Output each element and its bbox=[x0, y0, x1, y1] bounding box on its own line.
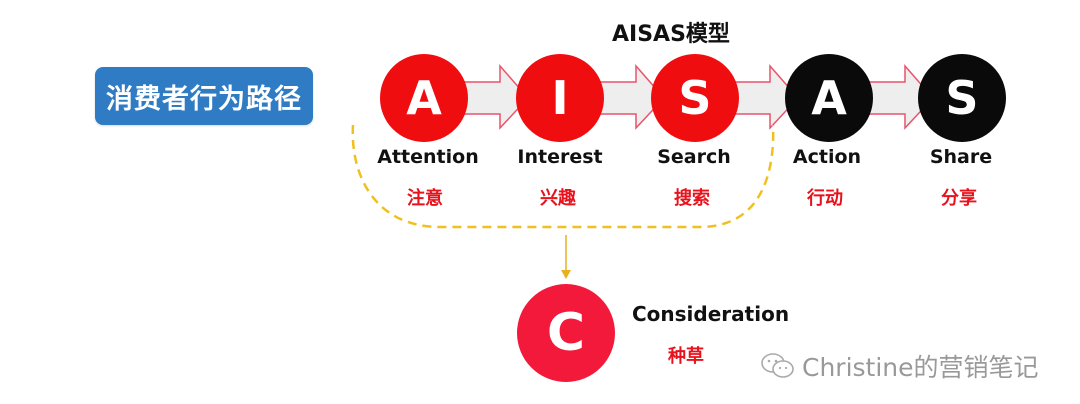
consumer-path-label: 消费者行为路径 bbox=[95, 67, 313, 125]
step-en-interest: Interest bbox=[517, 146, 603, 168]
step-circle-action: A bbox=[785, 54, 873, 142]
consideration-circle: C bbox=[517, 284, 615, 382]
consideration-en: Consideration bbox=[632, 302, 790, 326]
down-arrow-head bbox=[561, 270, 571, 279]
consideration-cn: 种草 bbox=[668, 346, 704, 367]
diagram-title: AISAS模型 bbox=[612, 22, 730, 47]
step-circle-share: S bbox=[918, 54, 1006, 142]
wechat-icon bbox=[761, 353, 794, 378]
step-cn-share: 分享 bbox=[941, 188, 977, 209]
step-circle-interest: I bbox=[516, 54, 604, 142]
step-cn-interest: 兴趣 bbox=[540, 188, 576, 209]
step-cn-search: 搜索 bbox=[674, 188, 710, 209]
dashed-group-curve bbox=[351, 124, 775, 229]
step-cn-action: 行动 bbox=[807, 188, 843, 209]
step-circle-search: S bbox=[651, 54, 739, 142]
step-circle-attention: A bbox=[380, 54, 468, 142]
step-cn-attention: 注意 bbox=[407, 188, 443, 209]
watermark: Christine的营销笔记 bbox=[760, 348, 1039, 384]
step-en-action: Action bbox=[792, 146, 862, 168]
step-en-search: Search bbox=[657, 146, 731, 168]
watermark-text: Christine的营销笔记 bbox=[802, 353, 1039, 382]
step-en-share: Share bbox=[929, 146, 993, 168]
step-en-attention: Attention bbox=[377, 146, 479, 168]
